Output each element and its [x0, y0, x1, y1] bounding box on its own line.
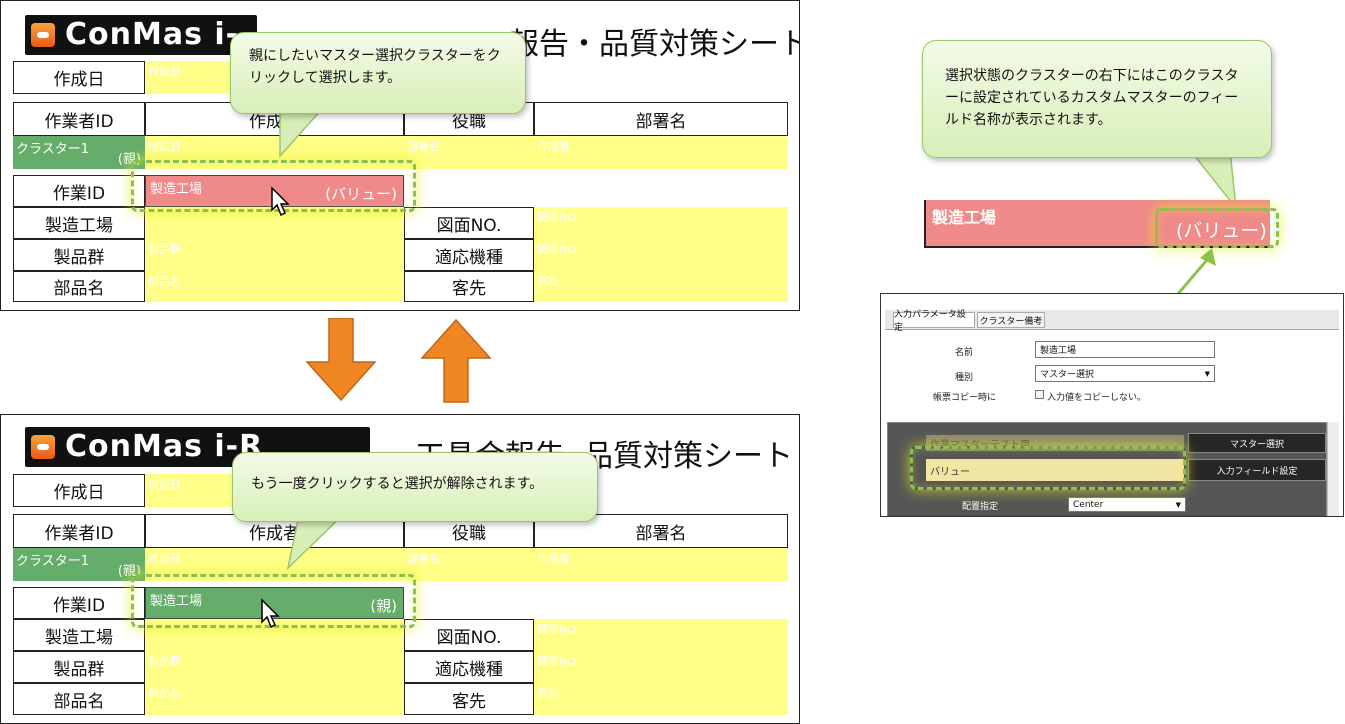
cluster-parent[interactable]: クラスター1(親)	[13, 548, 145, 581]
label-product-group: 製品群	[13, 651, 145, 683]
product-group-field[interactable]: 製品群	[145, 239, 404, 271]
arrow-down-icon	[305, 318, 377, 402]
value-field-highlight	[910, 446, 1186, 490]
zoom-bottom-border	[924, 246, 1270, 248]
label-created-date: 作成日	[13, 61, 145, 94]
label-copy: 帳票コピー時に	[933, 393, 997, 403]
label-model: 適応機種	[404, 651, 534, 683]
customer-field[interactable]: 客先	[534, 271, 788, 302]
department-field[interactable]: 作成者	[534, 548, 788, 581]
form-title-bottom: 品質対策シート	[583, 439, 793, 474]
label-work-id: 作業ID	[13, 175, 145, 207]
part-name-field[interactable]: 部品名	[145, 683, 404, 715]
label-worker-id: 作業者ID	[13, 514, 145, 548]
created-date-field[interactable]: 作成日	[145, 474, 237, 507]
callout-field-name: 選択状態のクラスターの右下にはこのクラスターに設定されているカスタムマスターのフ…	[922, 40, 1272, 158]
tab-cluster-notes[interactable]: クラスター備考	[977, 312, 1045, 328]
form-title: 報告・品質対策シート	[509, 27, 800, 62]
tab-input-params[interactable]: 入力パラメータ設定	[893, 310, 975, 333]
conmas-logo: ConMas i-R	[25, 15, 257, 87]
label-department: 部署名	[534, 102, 788, 136]
zoomed-selected-cell: 製造工場 (バリュー)	[924, 200, 1270, 246]
label-drawing-no: 図面NO.	[404, 207, 534, 239]
model-field[interactable]: 図面NO	[534, 239, 788, 271]
factory-field[interactable]	[145, 207, 404, 239]
position-field[interactable]: 部署名	[404, 136, 534, 169]
copy-checkbox[interactable]	[1035, 390, 1044, 399]
label-work-id: 作業ID	[13, 587, 145, 619]
label-model: 適応機種	[404, 239, 534, 271]
field-settings-area: 作業マスターテスト用 マスター選択 バリュー 入力フィールド設定 配置指定 Ce…	[887, 422, 1327, 516]
bubble-tail-top	[279, 100, 332, 158]
drawing-no-field[interactable]: 図面NO	[534, 619, 788, 651]
align-select[interactable]: Center ▼	[1068, 497, 1186, 512]
field-name-highlight	[1155, 208, 1279, 248]
created-date-field[interactable]: 作成日	[145, 61, 237, 94]
zoomed-cell-name: 製造工場	[932, 208, 997, 227]
model-field[interactable]: 図面NO	[534, 651, 788, 683]
label-customer: 客先	[404, 683, 534, 715]
settings-panel: 入力パラメータ設定 クラスター備考 名前 製造工場 種別 マスター選択 ▼ 帳票…	[880, 293, 1344, 517]
chevron-down-icon: ▼	[1204, 369, 1210, 378]
label-part-name: 部品名	[13, 683, 145, 715]
type-select[interactable]: マスター選択 ▼	[1035, 365, 1215, 382]
position-field[interactable]: 部署名	[404, 548, 534, 581]
arrow-up-icon	[420, 318, 492, 403]
label-part-name: 部品名	[13, 271, 145, 302]
label-customer: 客先	[404, 271, 534, 302]
label-factory: 製造工場	[13, 207, 145, 239]
input-field-settings-button[interactable]: 入力フィールド設定	[1188, 459, 1326, 481]
panel-scrollbar[interactable]	[1327, 422, 1339, 516]
part-name-field[interactable]: 部品名	[145, 271, 404, 302]
zoomed-cell-suffix: (バリュー)	[1176, 220, 1267, 242]
drawing-no-field[interactable]: 図面NO	[534, 207, 788, 239]
cluster-parent[interactable]: クラスター1(親)	[13, 136, 145, 169]
label-worker-id: 作業者ID	[13, 102, 145, 136]
name-input[interactable]: 製造工場	[1035, 341, 1215, 358]
logo-icon	[31, 435, 55, 459]
label-type: 種別	[955, 373, 974, 383]
label-name: 名前	[955, 348, 974, 358]
label-created-date: 作成日	[13, 474, 145, 507]
label-product-group: 製品群	[13, 239, 145, 271]
bubble-tail-bottom	[286, 510, 350, 570]
product-group-field[interactable]: 製品群	[145, 651, 404, 683]
mouse-cursor-icon	[261, 598, 280, 629]
creator-field[interactable]: 作成日	[145, 136, 404, 169]
chevron-down-icon: ▼	[1175, 500, 1181, 509]
logo-icon	[31, 23, 55, 47]
callout-deselect: もう一度クリックすると選択が解除されます。	[232, 452, 598, 522]
label-factory: 製造工場	[13, 619, 145, 651]
master-select-button[interactable]: マスター選択	[1188, 433, 1326, 453]
customer-field[interactable]: 客先	[534, 683, 788, 715]
value-field[interactable]: バリュー	[926, 459, 1184, 481]
copy-checkbox-label: 入力値をコピーしない。	[1047, 393, 1147, 403]
department-field[interactable]: 作成者	[534, 136, 788, 169]
bubble-tail-right	[1189, 150, 1237, 210]
mouse-cursor-icon	[271, 186, 290, 217]
label-drawing-no: 図面NO.	[404, 619, 534, 651]
selection-highlight-top	[131, 160, 416, 212]
callout-select: 親にしたいマスター選択クラスターをクリックして選択します。	[230, 32, 526, 114]
label-align: 配置指定	[962, 502, 999, 512]
